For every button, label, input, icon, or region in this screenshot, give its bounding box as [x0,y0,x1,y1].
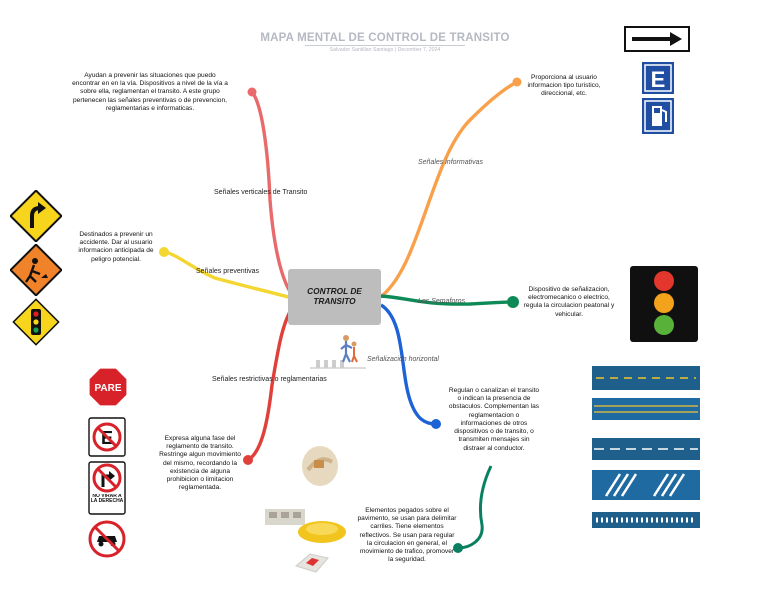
road-lane-marking-icon [592,366,700,390]
title-divider [305,45,465,46]
branch-restrictivas-node [243,455,253,465]
road-arrow-marking-icon [592,470,700,500]
svg-text:PARE: PARE [94,383,121,394]
branch-preventivas-node [159,247,169,257]
branch-verticales-line [250,90,298,302]
pedestrian-crossing-illustration-icon [310,335,366,369]
branch-restrictivas-line [246,304,296,462]
reflector-cat-eye-image-icon [294,553,329,573]
note-preventivas: Destinados a prevenir un accidente. Dar … [78,231,154,263]
branch-label-semaforos[interactable]: Los Semaforos [418,298,466,305]
branch-horizontal-node [431,419,441,429]
parking-info-sign-icon: E [642,62,674,94]
branch-semaforos-line [380,294,514,306]
fuel-station-sign-icon [642,98,674,134]
curve-right-warning-sign-icon [10,190,62,242]
traffic-light-image-icon [630,266,698,342]
branch-elementos-line [457,465,493,550]
reflective-markers-image-icon [265,509,305,525]
road-work-warning-sign-icon [10,244,62,296]
road-crosswalk-marking-icon [592,512,700,528]
map-subtitle: Salvador Santillan Santiago | December 7… [329,47,441,53]
direction-arrow-sign-icon [624,26,690,52]
branch-verticales-node [247,87,257,97]
note-semaforos: Dispositivo de señalizacion, electromeca… [523,286,615,318]
branch-label-horizontal[interactable]: Señalizacion horizontal [367,356,439,363]
stop-sign-icon: PARE [88,367,128,407]
road-center-line-icon [592,398,700,420]
no-right-turn-sign-icon: NO VIRAR A LA DERECHA [88,461,126,515]
svg-text:E: E [651,67,666,92]
branch-label-verticales[interactable]: Señales verticales de Transito [214,189,308,196]
traffic-light-warning-sign-icon [12,298,60,346]
branch-preventivas-line [164,250,293,300]
note-horizontal: Regulan o canalizan el transito o indica… [448,387,540,452]
branch-label-informativas[interactable]: Señales informativas [418,159,483,166]
road-dashed-line-icon [592,438,700,460]
note-elementos: Elementos pegados sobre el pavimento, se… [357,507,457,564]
yellow-road-button-image-icon [298,521,346,543]
branch-elementos-node [453,543,463,553]
map-title: MAPA MENTAL DE CONTROL DE TRANSITO [260,32,510,44]
note-restrictivas: Expresa alguna fase del reglamento de tr… [159,435,241,492]
road-stud-image-icon [302,446,338,486]
branch-informativas-line [378,80,518,300]
central-topic[interactable]: CONTROL DE TRANSITO [288,269,381,325]
branch-label-preventivas[interactable]: Señales preventivas [196,268,260,275]
branch-semaforos-node [507,296,519,308]
note-informativas: Proporciona al usuario informacion tipo … [527,74,601,98]
branch-informativas-node [512,77,522,87]
branch-label-restrictivas[interactable]: Señales restrictivas o reglamentarias [212,376,327,383]
no-parking-sign-icon: E [88,417,126,457]
no-vehicles-sign-icon [88,520,126,558]
branch-horizontal-line [379,303,437,426]
note-verticales: Ayudan a prevenir las situaciones que pu… [72,72,228,112]
